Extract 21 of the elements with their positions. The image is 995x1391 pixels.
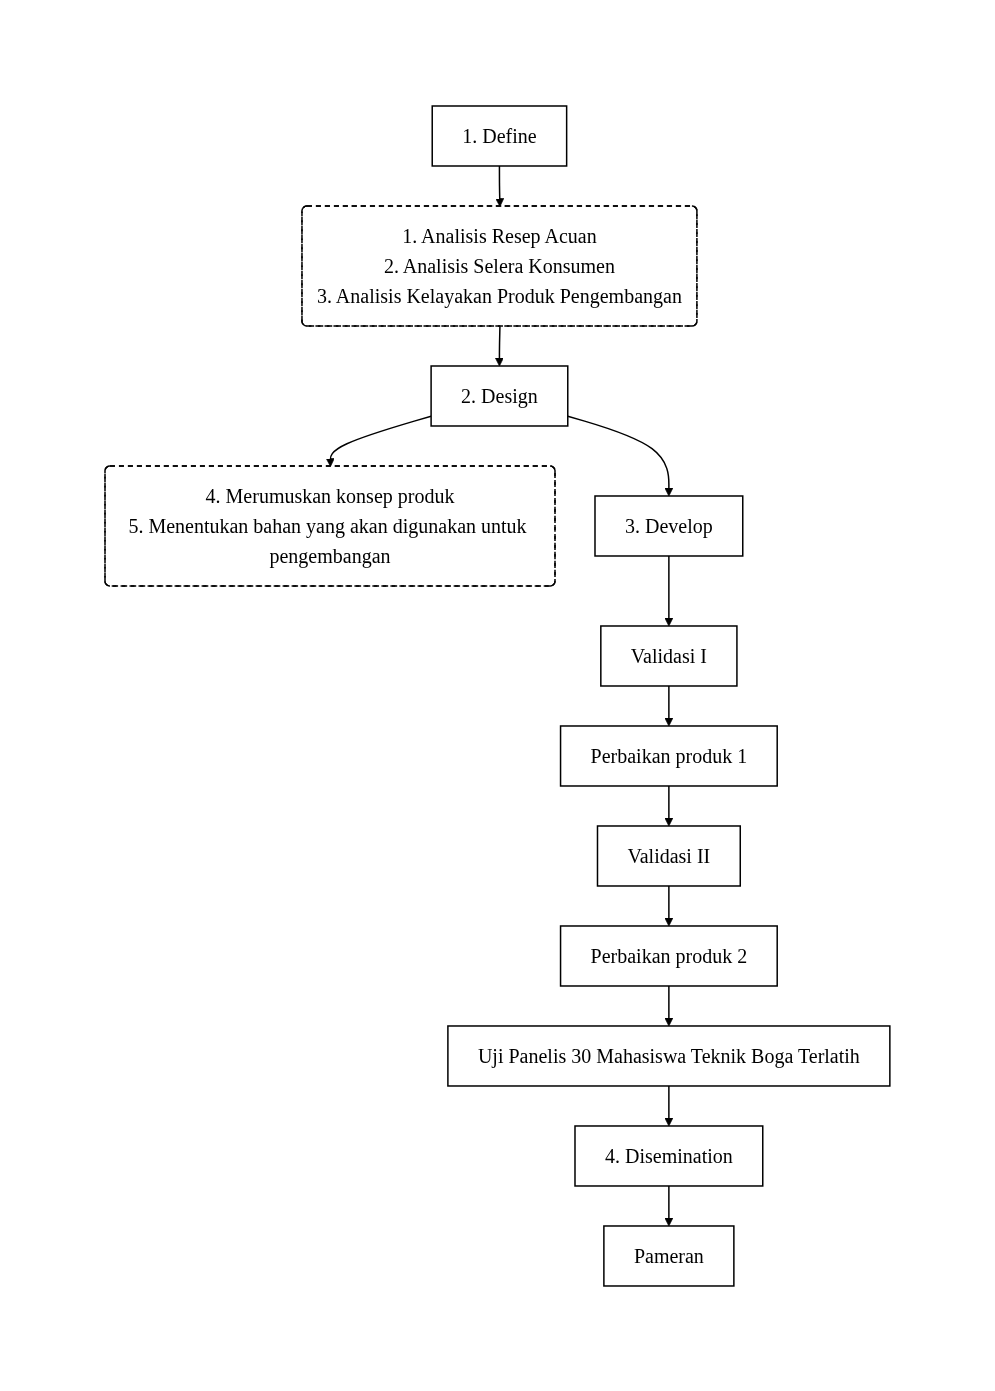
arrow xyxy=(664,784,674,826)
arrow xyxy=(664,554,674,626)
node-box: 4. Disemination xyxy=(574,1124,764,1187)
arrow xyxy=(664,684,674,726)
node-box: 3. Develop xyxy=(594,494,744,557)
node-box: Perbaikan produk 1 xyxy=(559,724,778,787)
node-box: Validasi II xyxy=(596,824,742,887)
arrow xyxy=(664,1084,674,1126)
arrow xyxy=(567,414,674,496)
node-box: Validasi I xyxy=(600,624,738,687)
arrow xyxy=(495,325,504,366)
arrow xyxy=(664,984,674,1026)
arrow xyxy=(664,884,674,926)
node-box: Pameran xyxy=(603,1224,735,1287)
node-box: 2. Design xyxy=(430,364,569,427)
arrow xyxy=(325,414,432,467)
arrow xyxy=(664,1184,674,1226)
node-box: Uji Panelis 30 Mahasiswa Teknik Boga Terlatih xyxy=(447,1024,891,1087)
node-box: Perbaikan produk 2 xyxy=(559,924,778,987)
arrow xyxy=(495,164,505,207)
node-box: 1. Define xyxy=(431,104,568,167)
